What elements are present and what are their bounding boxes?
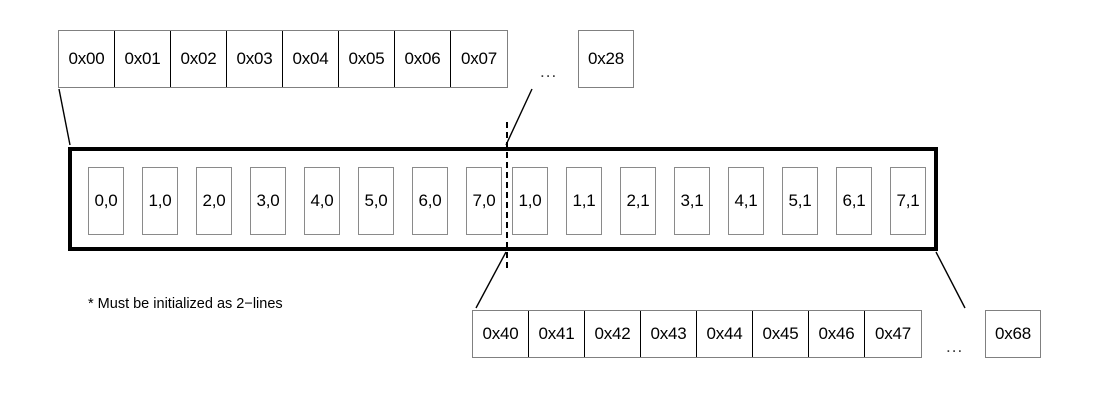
cache-line-cell: 7,0 [466, 167, 502, 235]
cache-line-cell: 2,0 [196, 167, 232, 235]
cache-line-cell: 3,1 [674, 167, 710, 235]
bottom-address-cell: 0x47 [865, 311, 921, 357]
cache-line-cell: 6,1 [836, 167, 872, 235]
top-address-cell: 0x01 [115, 31, 171, 87]
bottom-address-cell: 0x46 [809, 311, 865, 357]
cache-line-cell: 1,0 [142, 167, 178, 235]
top-address-cell: 0x05 [339, 31, 395, 87]
top-address-cell: 0x02 [171, 31, 227, 87]
bottom-address-cell: 0x43 [641, 311, 697, 357]
bottom-row-ellipsis: ... [946, 337, 964, 356]
connector-top-right [505, 88, 533, 146]
cache-line-cell: 7,1 [890, 167, 926, 235]
bottom-tail-address-box: 0x68 [985, 310, 1041, 358]
bottom-address-cell: 0x44 [697, 311, 753, 357]
top-address-cell: 0x04 [283, 31, 339, 87]
cache-line-split-divider [506, 122, 508, 268]
connector-bottom-left [475, 251, 507, 309]
cache-line-cell: 2,1 [620, 167, 656, 235]
cache-line-cell: 4,0 [304, 167, 340, 235]
top-address-cell: 0x03 [227, 31, 283, 87]
bottom-address-cell: 0x41 [529, 311, 585, 357]
cache-line-cell: 1,1 [566, 167, 602, 235]
connector-top-left [58, 88, 71, 146]
cache-line-cell: 6,0 [412, 167, 448, 235]
bottom-address-strip: 0x40 0x41 0x42 0x43 0x44 0x45 0x46 0x47 [472, 310, 922, 358]
cache-line-cell: 4,1 [728, 167, 764, 235]
cache-line-cell: 3,0 [250, 167, 286, 235]
bottom-address-cell: 0x45 [753, 311, 809, 357]
top-address-cell: 0x00 [59, 31, 115, 87]
top-address-cell: 0x07 [451, 31, 507, 87]
top-row-ellipsis: ... [540, 62, 558, 81]
top-address-cell: 0x06 [395, 31, 451, 87]
bottom-address-cell: 0x40 [473, 311, 529, 357]
bottom-address-cell: 0x42 [585, 311, 641, 357]
top-address-strip: 0x00 0x01 0x02 0x03 0x04 0x05 0x06 0x07 [58, 30, 508, 88]
top-tail-address-box: 0x28 [578, 30, 634, 88]
cache-line-cell: 5,1 [782, 167, 818, 235]
cache-line-container: 0,0 1,0 2,0 3,0 4,0 5,0 6,0 7,0 1,0 1,1 … [68, 147, 938, 251]
footnote-text: * Must be initialized as 2−lines [88, 296, 283, 312]
connector-bottom-right [935, 251, 966, 309]
cache-line-cell: 1,0 [512, 167, 548, 235]
cache-line-cell: 5,0 [358, 167, 394, 235]
cache-line-cell: 0,0 [88, 167, 124, 235]
